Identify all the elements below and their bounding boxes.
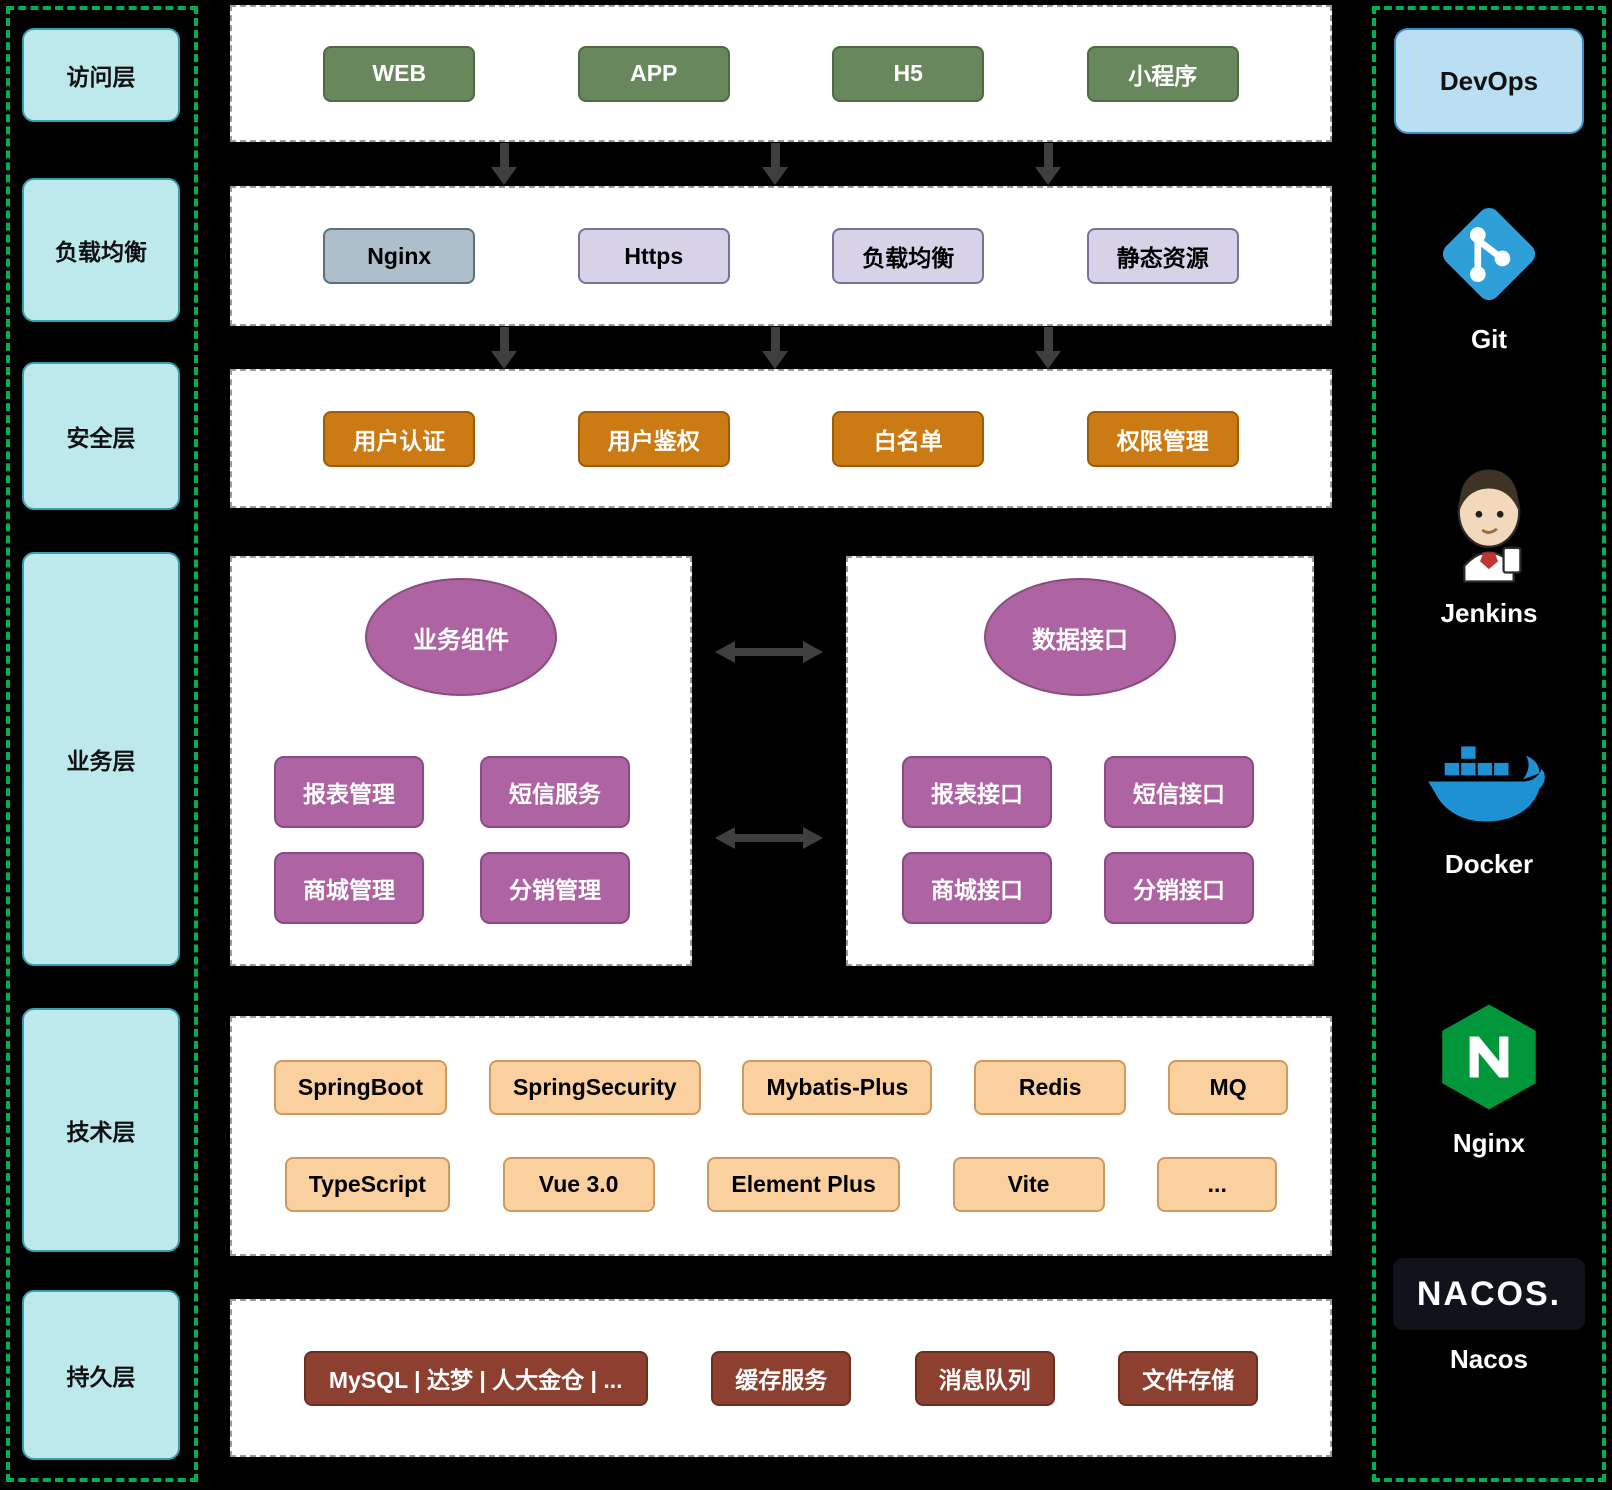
node-typescript: TypeScript bbox=[284, 1157, 450, 1212]
arrow-down-icon bbox=[491, 327, 517, 369]
nacos-label: Nacos bbox=[1449, 1344, 1529, 1374]
load-balance-row-panel: Nginx Https 负载均衡 静态资源 bbox=[230, 186, 1332, 326]
node-web: WEB bbox=[323, 45, 476, 102]
layer-business: 业务层 bbox=[22, 552, 180, 966]
node-element-plus: Element Plus bbox=[707, 1157, 900, 1212]
tech-row-panel: SpringBoot SpringSecurity Mybatis-Plus R… bbox=[230, 1016, 1332, 1256]
arrow-double-horizontal-icon bbox=[715, 827, 823, 849]
devops-badge: DevOps bbox=[1394, 28, 1584, 134]
node-distribution-api: 分销接口 bbox=[1104, 852, 1254, 924]
node-file-storage: 文件存储 bbox=[1118, 1350, 1259, 1406]
layer-security-label: 安全层 bbox=[66, 425, 136, 451]
node-distribution-mgmt: 分销管理 bbox=[480, 852, 630, 924]
node-sms-service: 短信服务 bbox=[480, 756, 630, 828]
nacos-logo: NACOS. bbox=[1393, 1258, 1585, 1330]
ellipse-business-components: 业务组件 bbox=[365, 578, 557, 696]
ellipse-data-interface: 数据接口 bbox=[984, 578, 1176, 696]
node-redis: Redis bbox=[974, 1060, 1127, 1115]
security-row-panel: 用户认证 用户鉴权 白名单 权限管理 bbox=[230, 369, 1332, 508]
nginx-label: Nginx bbox=[1452, 1128, 1526, 1158]
node-https: Https bbox=[577, 228, 730, 284]
tool-docker: Docker bbox=[1376, 732, 1602, 880]
layer-tech-label: 技术层 bbox=[66, 1119, 136, 1145]
layer-access-label: 访问层 bbox=[66, 64, 136, 90]
arrow-double-horizontal-icon bbox=[715, 641, 823, 663]
node-report-mgmt: 报表管理 bbox=[274, 756, 424, 828]
data-interface-panel: 数据接口 报表接口 短信接口 商城接口 分销接口 bbox=[846, 556, 1314, 966]
jenkins-label: Jenkins bbox=[1440, 598, 1538, 628]
node-mall-api: 商城接口 bbox=[902, 852, 1052, 924]
layer-load-balance: 负载均衡 bbox=[22, 178, 180, 322]
docker-label: Docker bbox=[1444, 849, 1534, 879]
tool-git: Git bbox=[1376, 198, 1602, 355]
devops-column: DevOps Git Jenkin bbox=[1372, 6, 1606, 1482]
node-sms-api: 短信接口 bbox=[1104, 756, 1254, 828]
git-label: Git bbox=[1470, 324, 1508, 354]
layer-persistence-label: 持久层 bbox=[66, 1364, 136, 1390]
layer-security: 安全层 bbox=[22, 362, 180, 510]
business-components-panel: 业务组件 报表管理 短信服务 商城管理 分销管理 bbox=[230, 556, 692, 966]
node-static-assets: 静态资源 bbox=[1086, 228, 1239, 284]
docker-icon bbox=[1428, 746, 1545, 822]
access-row-panel: WEB APP H5 小程序 bbox=[230, 5, 1332, 142]
tool-nginx: Nginx bbox=[1376, 1000, 1602, 1159]
node-whitelist: 白名单 bbox=[832, 410, 985, 467]
node-vue3: Vue 3.0 bbox=[502, 1157, 655, 1212]
node-database: MySQL | 达梦 | 人大金仓 | ... bbox=[303, 1350, 648, 1406]
layer-load-balance-label: 负载均衡 bbox=[55, 239, 147, 265]
tool-nacos: NACOS. Nacos bbox=[1376, 1258, 1602, 1375]
node-vite: Vite bbox=[952, 1157, 1105, 1212]
node-springsecurity: SpringSecurity bbox=[488, 1060, 701, 1115]
arrow-down-icon bbox=[1035, 143, 1061, 185]
node-mall-mgmt: 商城管理 bbox=[274, 852, 424, 924]
node-permission: 权限管理 bbox=[1086, 410, 1239, 467]
node-nginx: Nginx bbox=[323, 228, 476, 284]
node-user-authz: 用户鉴权 bbox=[577, 410, 730, 467]
arrow-down-icon bbox=[1035, 327, 1061, 369]
layer-tech: 技术层 bbox=[22, 1008, 180, 1252]
node-load-balance: 负载均衡 bbox=[832, 228, 985, 284]
node-mq: MQ bbox=[1168, 1060, 1289, 1115]
node-app: APP bbox=[577, 45, 730, 102]
node-report-api: 报表接口 bbox=[902, 756, 1052, 828]
persistence-row-panel: MySQL | 达梦 | 人大金仓 | ... 缓存服务 消息队列 文件存储 bbox=[230, 1299, 1332, 1457]
arrow-down-icon bbox=[762, 143, 788, 185]
layer-column: 访问层 负载均衡 安全层 业务层 技术层 持久层 bbox=[6, 6, 198, 1482]
git-icon bbox=[1442, 207, 1536, 301]
node-message-queue: 消息队列 bbox=[914, 1350, 1055, 1406]
jenkins-icon bbox=[1457, 469, 1522, 583]
layer-access: 访问层 bbox=[22, 28, 180, 122]
layer-persistence: 持久层 bbox=[22, 1290, 180, 1460]
node-miniprogram: 小程序 bbox=[1086, 45, 1239, 102]
layer-business-label: 业务层 bbox=[66, 748, 136, 774]
node-h5: H5 bbox=[832, 45, 985, 102]
arrow-down-icon bbox=[762, 327, 788, 369]
node-mybatis-plus: Mybatis-Plus bbox=[742, 1060, 933, 1115]
node-user-auth: 用户认证 bbox=[323, 410, 476, 467]
node-more-tech: ... bbox=[1157, 1157, 1278, 1212]
node-springboot: SpringBoot bbox=[273, 1060, 448, 1115]
nginx-icon bbox=[1442, 1004, 1536, 1110]
tool-jenkins: Jenkins bbox=[1376, 458, 1602, 629]
arrow-down-icon bbox=[491, 143, 517, 185]
node-cache-service: 缓存服务 bbox=[711, 1350, 852, 1406]
